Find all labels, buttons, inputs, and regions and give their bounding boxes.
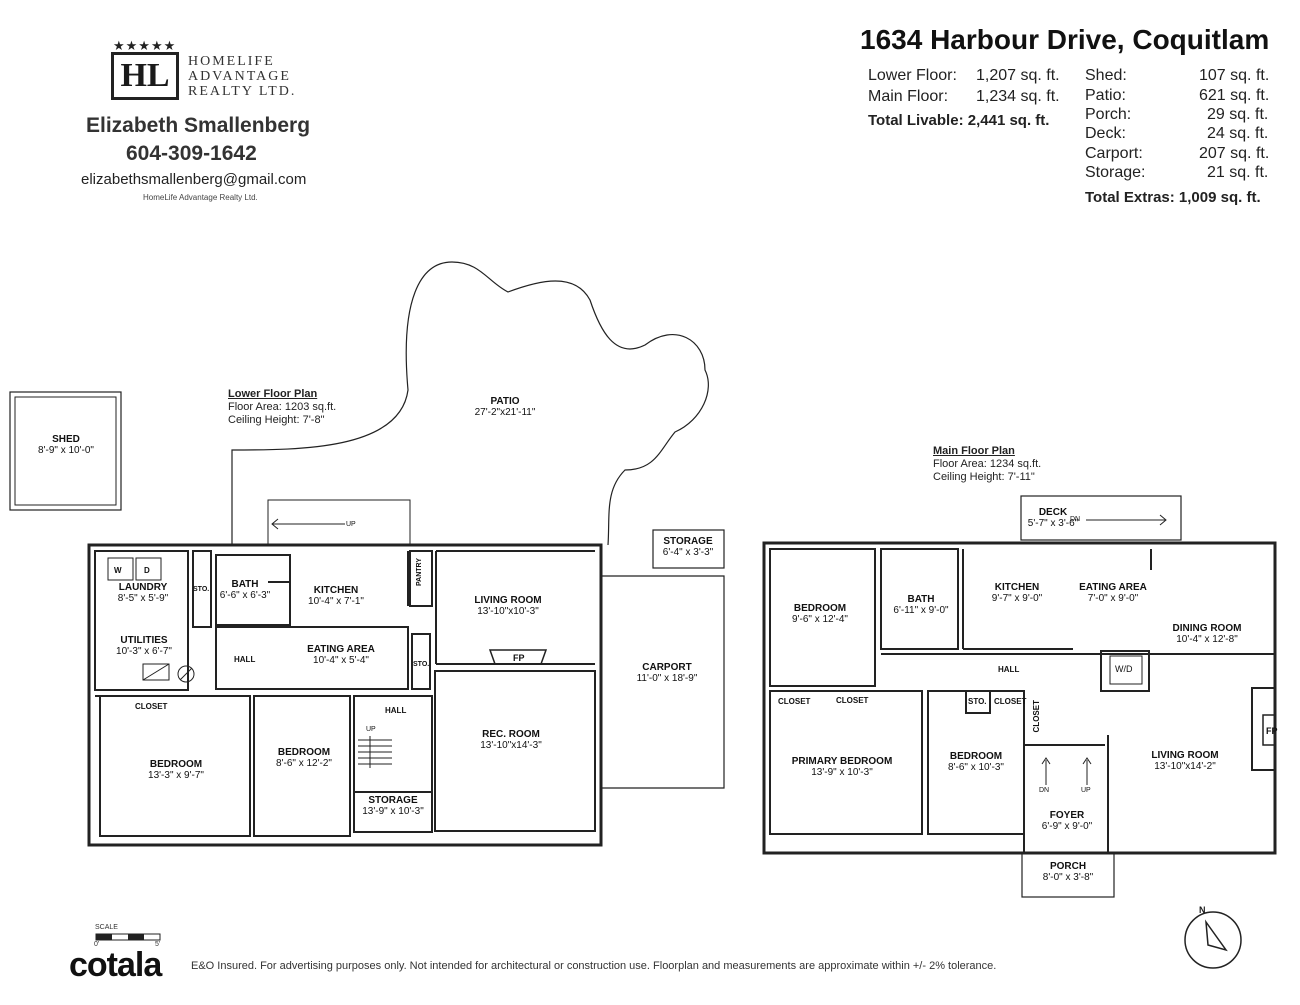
ext-storage-outline: [652, 529, 725, 569]
logo-stars: ★★★★★: [113, 38, 177, 53]
scale-label: SCALE: [95, 924, 118, 931]
main-closet-tag-3: CLOSET: [994, 697, 1027, 706]
patio-outline: [231, 261, 709, 546]
agent-brokerage: HomeLife Advantage Realty Ltd.: [143, 193, 258, 202]
extra-value-storage: 21 sq. ft.: [1207, 164, 1269, 181]
pantry-tag: PANTRY: [416, 558, 423, 586]
lower-closet-tag: CLOSET: [135, 702, 168, 711]
lower-hall-tag-1: HALL: [234, 655, 256, 664]
scale-zero: 0': [94, 941, 100, 948]
shed-inner: [14, 396, 117, 506]
livable-value-main: 1,234 sq. ft.: [976, 88, 1060, 105]
main-closet-tag-4: CLOSET: [1032, 700, 1041, 733]
main-plan-title-block: Main Floor Plan Floor Area: 1234 sq.ft. …: [933, 445, 1042, 483]
lower-stair-up-tag: UP: [366, 726, 376, 733]
property-address: 1634 Harbour Drive, Coquitlam: [860, 24, 1270, 55]
extra-label-porch: Porch:: [1085, 106, 1132, 123]
extra-label-patio: Patio:: [1085, 87, 1126, 104]
livable-row-main: Main Floor:: [868, 88, 949, 105]
livable-value-lower: 1,207 sq. ft.: [976, 67, 1060, 84]
extra-value-carport: 207 sq. ft.: [1199, 145, 1270, 162]
agent-email: elizabethsmallenberg@gmail.com: [81, 171, 307, 188]
porch-outline: [1021, 852, 1115, 898]
dryer-tag: D: [144, 566, 150, 575]
deck-dn-tag: DN: [1070, 516, 1081, 523]
lower-plan-title-block: Lower Floor Plan Floor Area: 1203 sq.ft.…: [228, 388, 337, 426]
patio-stair-up-tag: UP: [346, 521, 356, 528]
brokerage-logo: HL: [111, 52, 179, 100]
brokerage-logo-text: HOMELIFE ADVANTAGE REALTY LTD.: [188, 54, 297, 99]
shed-outline: [9, 391, 122, 511]
washer-tag: W: [114, 566, 122, 575]
main-hall-tag: HALL: [998, 665, 1020, 674]
north-arrow: [1205, 919, 1228, 952]
main-wd-tag: W/D: [1115, 664, 1133, 674]
agent-phone: 604-309-1642: [126, 142, 257, 165]
extra-label-shed: Shed:: [1085, 67, 1127, 84]
main-sto-tag: STO.: [968, 697, 987, 706]
disclaimer: E&O Insured. For advertising purposes on…: [191, 960, 997, 972]
lower-hall-tag-2: HALL: [385, 706, 407, 715]
patio-stair: [267, 499, 411, 546]
carport-outline: [601, 575, 725, 789]
lower-sto-tag-2: STO.: [413, 661, 430, 668]
extra-label-storage: Storage:: [1085, 164, 1146, 181]
main-closet-tag-1: CLOSET: [778, 697, 811, 706]
extra-value-shed: 107 sq. ft.: [1199, 67, 1270, 84]
total-livable: Total Livable: 2,441 sq. ft.: [868, 112, 1050, 129]
foyer-up-tag: UP: [1081, 787, 1091, 794]
north-label: N: [1199, 905, 1206, 915]
lower-sto-tag-1: STO.: [193, 586, 210, 593]
total-extras: Total Extras: 1,009 sq. ft.: [1085, 189, 1261, 206]
cotala-logo: cotala: [69, 946, 162, 984]
extra-label-deck: Deck:: [1085, 125, 1126, 142]
scale-five: 5': [155, 941, 161, 948]
deck-arrow-head: [1159, 514, 1167, 526]
agent-name: Elizabeth Smallenberg: [86, 114, 311, 137]
main-fireplace-tag: FP: [1266, 726, 1278, 736]
main-closet-tag-2: CLOSET: [836, 696, 869, 705]
extra-value-deck: 24 sq. ft.: [1207, 125, 1269, 142]
foyer-dn-tag: DN: [1039, 787, 1050, 794]
extra-value-patio: 621 sq. ft.: [1199, 87, 1270, 104]
livable-row-lower: Lower Floor:: [868, 67, 957, 84]
stair-arrow-head: [271, 518, 279, 530]
lower-floor-outline: [87, 543, 603, 847]
north-arrow-circle: [1184, 911, 1242, 969]
deck-outline: [1020, 495, 1182, 541]
extra-label-carport: Carport:: [1085, 145, 1143, 162]
scale-bar: [95, 933, 161, 941]
lower-fireplace-tag: FP: [513, 653, 525, 663]
extra-value-porch: 29 sq. ft.: [1207, 106, 1269, 123]
